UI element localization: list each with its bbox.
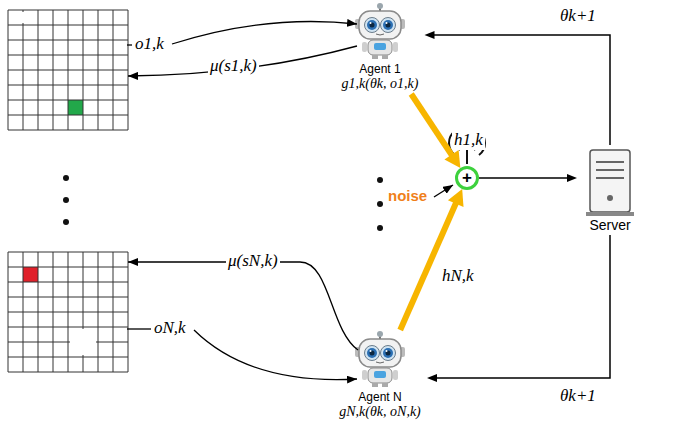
parameter-label: θk+1 — [558, 386, 598, 406]
agent-node: Agent NgN,k(θk, oN,k) — [333, 330, 427, 422]
channel-arrow — [411, 94, 452, 156]
node-title: Agent N — [339, 390, 421, 404]
server-node: Server — [577, 145, 643, 235]
node-title: Server — [583, 217, 637, 233]
arrow-head — [427, 374, 437, 382]
summation-circle: + — [455, 166, 479, 190]
node-title: + — [458, 169, 476, 187]
grid-world-bottom — [8, 252, 128, 372]
noise-label: noise — [386, 186, 429, 206]
link-arrow — [435, 235, 610, 378]
action-label: μ(sN,k) — [226, 251, 280, 271]
arrow-head — [567, 174, 577, 182]
arrow-head — [448, 189, 464, 207]
link-arrow — [433, 35, 611, 145]
server-icon — [586, 150, 634, 216]
observation-label: o1,k — [133, 34, 166, 54]
observation-label: oN,k — [152, 318, 188, 338]
grid-world-top — [8, 10, 128, 130]
action-label: μ(s1,k) — [208, 56, 259, 76]
ellipsis-dots — [63, 175, 383, 231]
arrow-head — [444, 150, 460, 168]
arrow-head — [425, 31, 435, 39]
gradient-label: g1,k(θk, o1,k) — [342, 76, 419, 92]
channel-label: hN,k — [440, 266, 476, 286]
link-arrow — [479, 177, 569, 179]
agent-node: Agent 1g1,k(θk, o1,k) — [336, 0, 425, 94]
node-title: Agent 1 — [342, 62, 419, 76]
parameter-label: θk+1 — [558, 6, 598, 26]
gradient-label: gN,k(θk, oN,k) — [339, 404, 421, 420]
channel-label: h1,k — [452, 130, 485, 150]
